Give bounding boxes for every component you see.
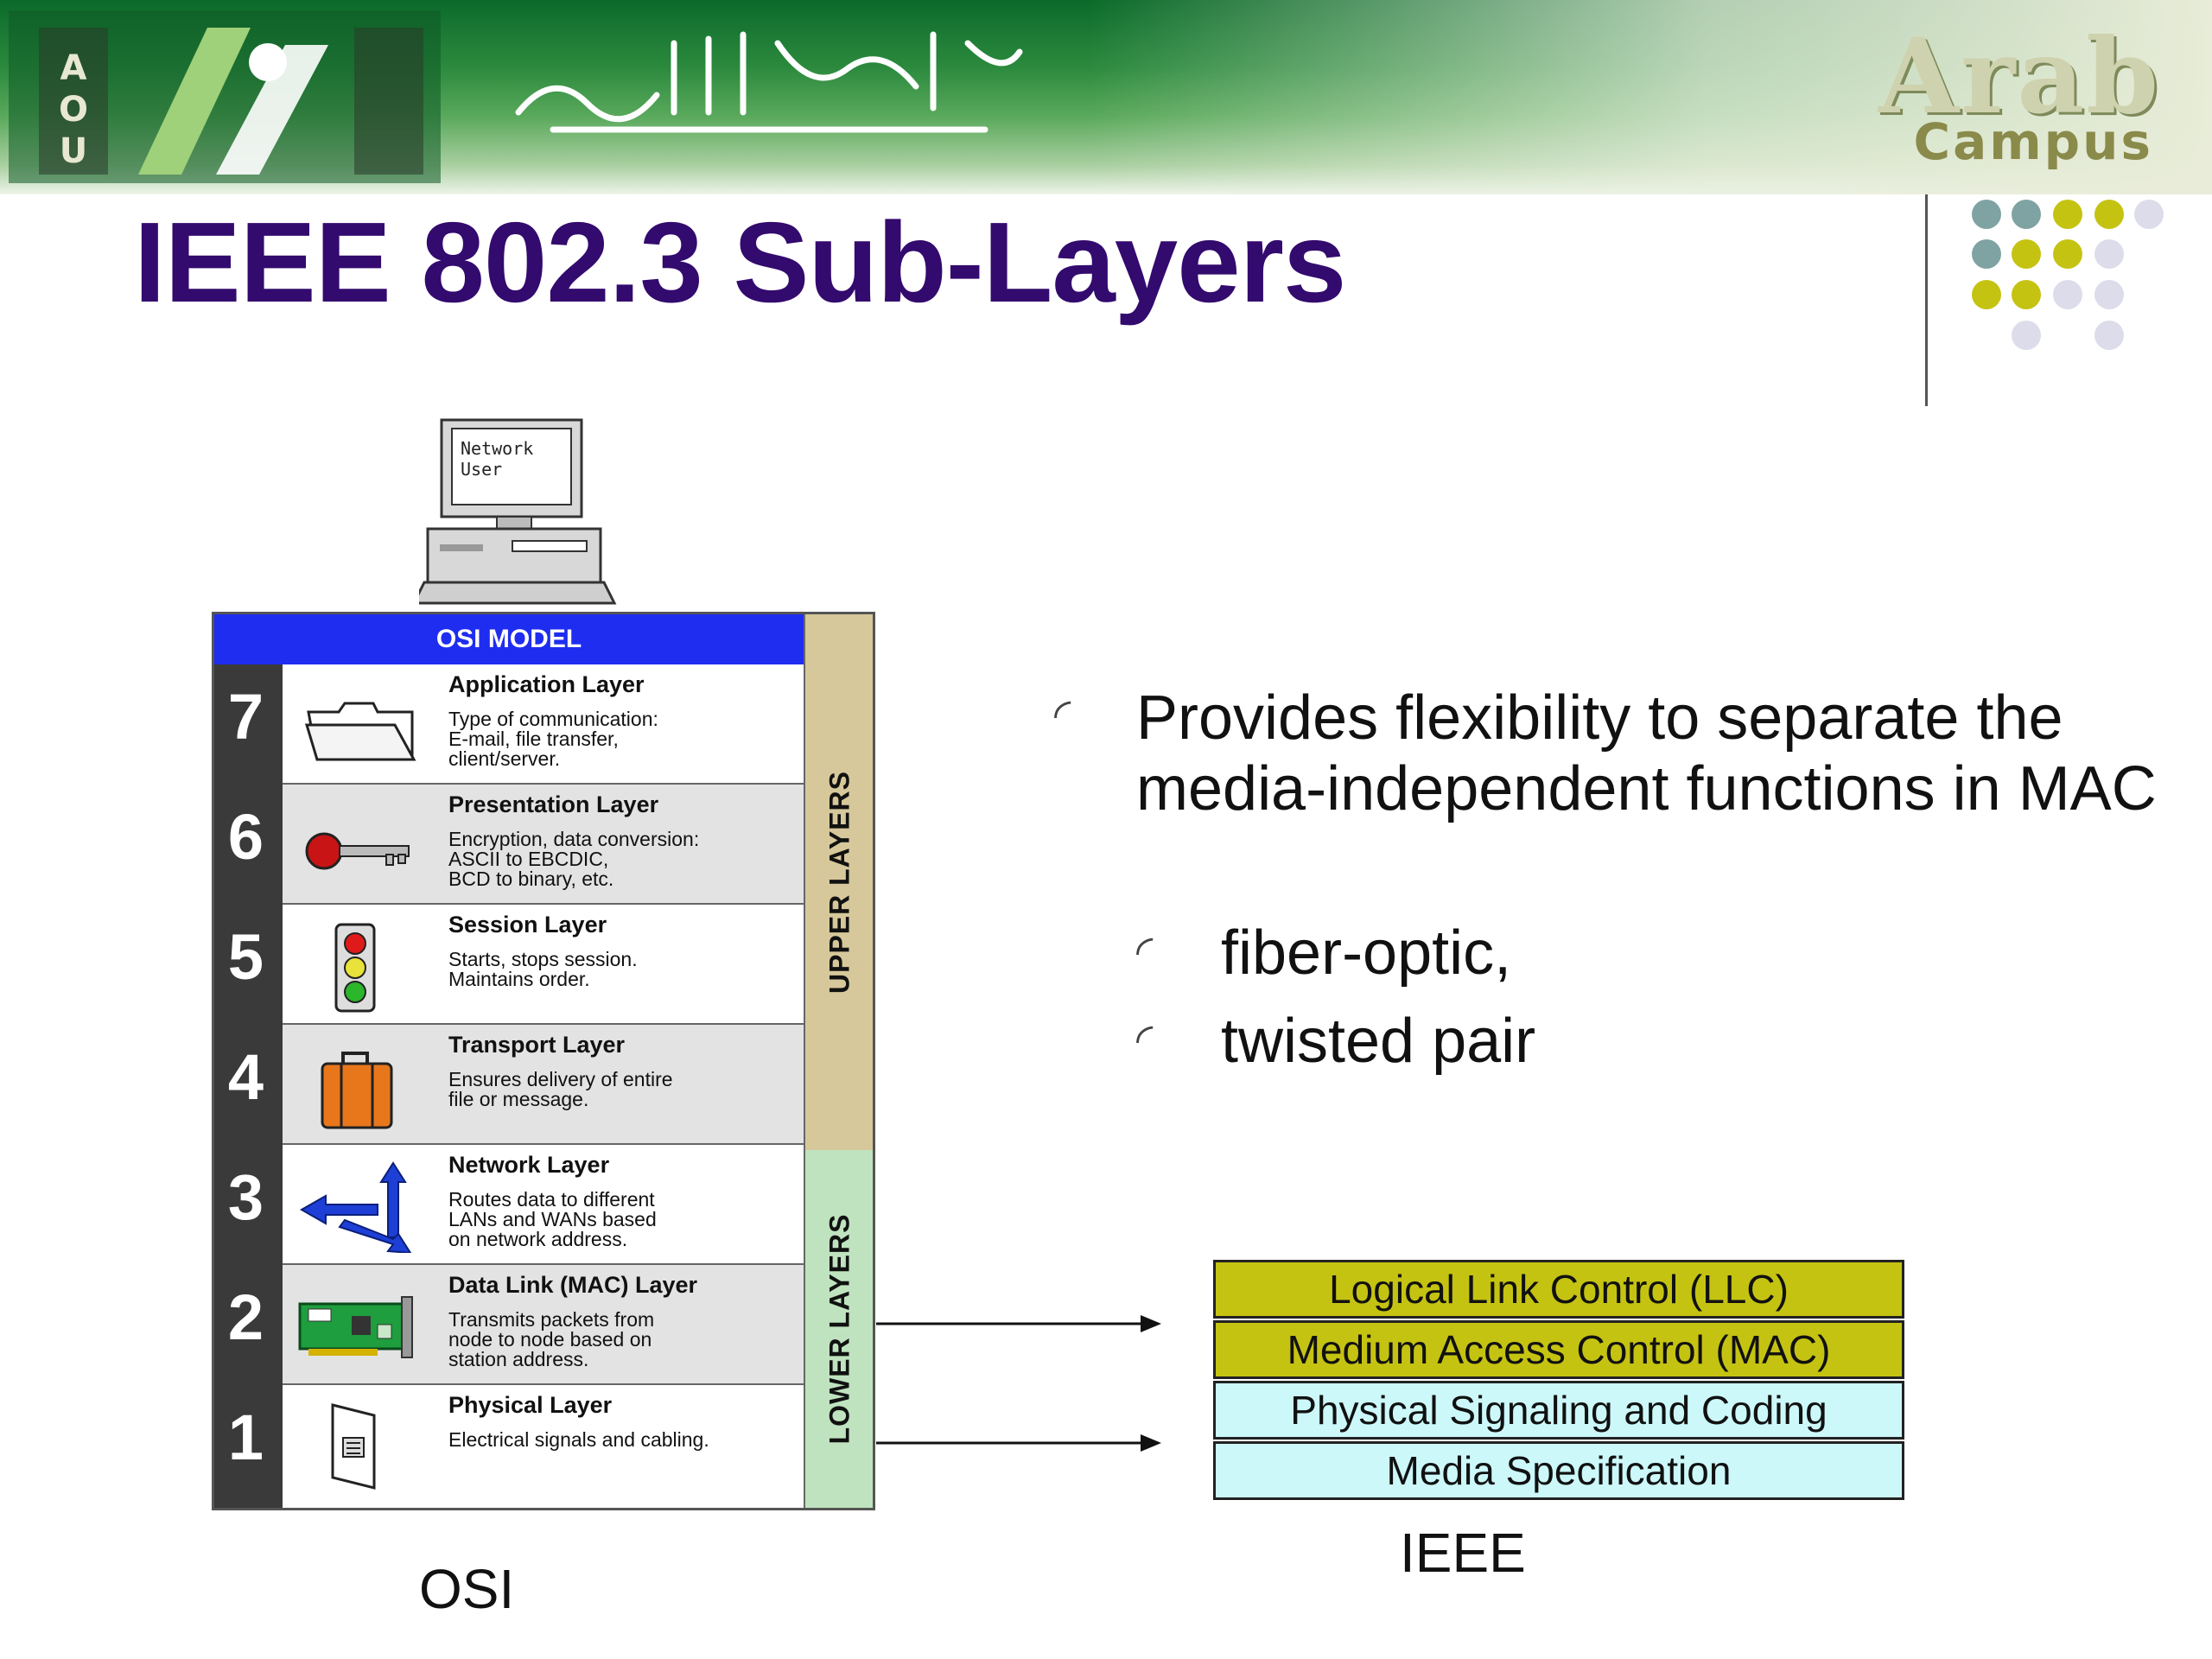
decorative-dot-grid: [1961, 194, 2169, 359]
layer-description: Encryption, data conversion: ASCII to EB…: [448, 830, 803, 889]
layer-desc-line: client/server.: [448, 747, 561, 770]
calligraphy-emblem: [515, 31, 1023, 133]
ieee-mac: Medium Access Control (MAC): [1213, 1320, 1904, 1379]
layer-number: 4: [227, 1041, 264, 1113]
layer-number-column: [214, 664, 283, 1508]
folder-icon: [304, 702, 416, 761]
layer-desc-line: Encryption, data conversion:: [448, 828, 700, 850]
layer-description: Transmits packets from node to node base…: [448, 1310, 803, 1370]
wall-jack-icon: [331, 1403, 376, 1490]
layer-desc-line: node to node based on: [448, 1328, 652, 1351]
upper-layers-band: UPPER LAYERS: [804, 614, 874, 1150]
layer-name: Presentation Layer: [448, 791, 659, 817]
layer-desc-line: on network address.: [448, 1228, 628, 1250]
bullet-main: Provides flexibility to separate the med…: [1136, 683, 2157, 823]
layer-name: Physical Layer: [448, 1392, 613, 1418]
layer-desc-line: Electrical signals and cabling.: [448, 1428, 709, 1451]
routing-arrows-icon: [299, 1161, 412, 1253]
osi-layer-6: 6 Presentation Layer Encryption, data co…: [228, 785, 804, 905]
bullet-marker: ◜: [1054, 690, 1071, 739]
sub-bullet-twisted-pair: twisted pair: [1221, 1007, 1536, 1076]
logo-letter-u: U: [60, 131, 87, 171]
layer-desc-line: E-mail, file transfer,: [448, 728, 619, 750]
logo-letter-o: O: [59, 90, 88, 130]
layer-name: Session Layer: [448, 912, 607, 938]
ieee-media-specification: Media Specification: [1213, 1441, 1904, 1500]
osi-layer-5: 5 Session Layer Starts, stops session. M…: [228, 905, 804, 1025]
layer-desc-line: Routes data to different: [448, 1188, 655, 1211]
sub-bullet-marker: ◜: [1136, 927, 1154, 976]
computer-label-line1: Network: [461, 438, 533, 459]
logo-letter-a: A: [60, 48, 87, 88]
layer-number: 5: [227, 921, 264, 993]
layer-desc-line: Type of communication:: [448, 708, 658, 730]
layer-desc-line: LANs and WANs based: [448, 1208, 657, 1230]
osi-layer-4: 4 Transport Layer Ensures delivery of en…: [228, 1025, 804, 1145]
layer-number: 2: [227, 1281, 264, 1353]
layer-desc-line: station address.: [448, 1348, 589, 1370]
sub-bullet-marker: ◜: [1136, 1015, 1154, 1064]
layer-name: Application Layer: [448, 671, 645, 697]
layer-description: Electrical signals and cabling.: [448, 1430, 803, 1450]
osi-layer-1: 1 Physical Layer Electrical signals and …: [228, 1385, 804, 1508]
layer-number: 3: [227, 1161, 264, 1233]
layer-description: Type of communication: E-mail, file tran…: [448, 709, 803, 769]
osi-header: OSI MODEL: [214, 614, 804, 664]
layer-name: Data Link (MAC) Layer: [448, 1272, 698, 1298]
computer-label-line2: User: [461, 459, 502, 480]
osi-layer-7: 7 Application Layer Type of communicatio…: [228, 664, 804, 785]
osi-frame: [212, 612, 875, 1510]
traffic-light-icon: [334, 923, 376, 1013]
header-banner: A O U Arab Campus: [0, 0, 2212, 194]
layer-number: 7: [227, 681, 264, 753]
layer-name: Network Layer: [448, 1152, 610, 1178]
layer-description: Ensures delivery of entire file or messa…: [448, 1070, 803, 1109]
banner-fade: [1089, 0, 2212, 194]
osi-caption: OSI: [419, 1558, 515, 1620]
slide-title: IEEE 802.3 Sub-Layers: [134, 199, 1346, 326]
layer-description: Routes data to different LANs and WANs b…: [448, 1190, 803, 1249]
layer-number: 1: [227, 1402, 264, 1473]
layer-number: 6: [227, 801, 264, 873]
ieee-llc: Logical Link Control (LLC): [1213, 1260, 1904, 1319]
ieee-caption: IEEE: [1400, 1522, 1526, 1584]
network-user-computer-icon: Network User: [419, 418, 617, 605]
layer-desc-line: Ensures delivery of entire: [448, 1068, 673, 1090]
brand-campus: Campus: [1913, 112, 2153, 171]
network-card-icon: [298, 1296, 413, 1358]
lower-layers-band: LOWER LAYERS: [804, 1150, 874, 1508]
layer-desc-line: file or message.: [448, 1088, 589, 1110]
sub-bullet-fiber: fiber-optic,: [1221, 918, 1512, 988]
suitcase-icon: [321, 1052, 393, 1129]
mapping-arrows: [876, 1315, 1161, 1452]
layer-desc-line: Starts, stops session.: [448, 948, 638, 970]
layer-desc-line: BCD to binary, etc.: [448, 868, 614, 890]
layer-description: Starts, stops session. Maintains order.: [448, 950, 803, 989]
osi-layer-3: 3 Network Layer Routes data to different…: [228, 1145, 804, 1265]
arrow-head-datalink: [1141, 1315, 1161, 1332]
layer-desc-line: Maintains order.: [448, 968, 590, 990]
layer-desc-line: ASCII to EBCDIC,: [448, 848, 609, 870]
aou-logo: A O U: [9, 10, 441, 183]
layer-name: Transport Layer: [448, 1032, 626, 1058]
title-divider: [1925, 194, 1928, 406]
osi-layer-2: 2 Data Link (MAC) Layer Transmits packet…: [228, 1265, 804, 1385]
key-icon: [305, 832, 410, 870]
osi-model: OSI MODEL 7 Application Layer Type of co…: [212, 612, 877, 1510]
layer-desc-line: Transmits packets from: [448, 1308, 655, 1331]
arrow-head-physical: [1141, 1434, 1161, 1452]
ieee-physical-signaling: Physical Signaling and Coding: [1213, 1381, 1904, 1440]
brand-arab: Arab: [1878, 16, 2160, 137]
